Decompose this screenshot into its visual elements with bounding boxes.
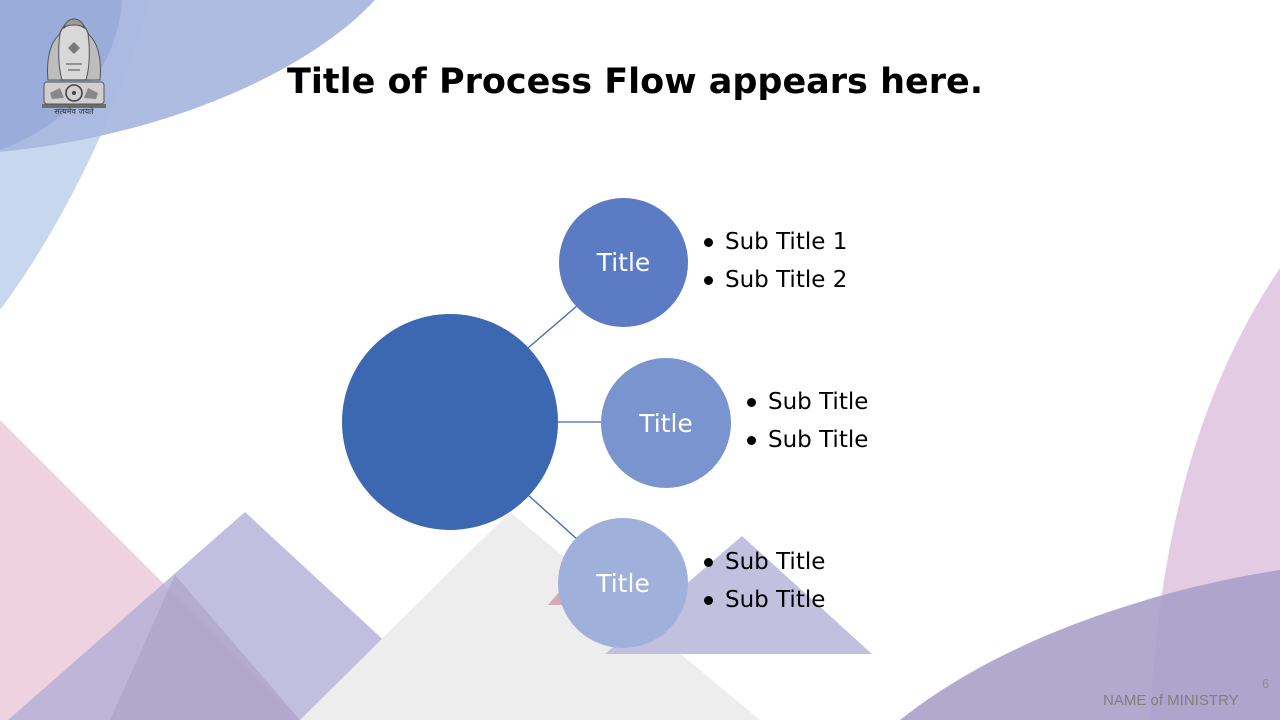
bullet-item: Sub Title xyxy=(745,421,868,459)
bullet-item: Sub Title 2 xyxy=(702,261,847,299)
branch-2-bullets: Sub Title Sub Title xyxy=(745,383,868,459)
branch-node-1-label: Title xyxy=(596,248,651,277)
footer-ministry-name: NAME of MINISTRY xyxy=(1103,692,1239,709)
bullet-item: Sub Title xyxy=(702,543,825,581)
bottom-left-overlap xyxy=(110,575,300,720)
slide-title: Title of Process Flow appears here. xyxy=(286,62,984,102)
branch-node-2: Title xyxy=(601,358,731,488)
branch-node-3: Title xyxy=(558,518,688,648)
bottom-right-purple-arc xyxy=(900,570,1280,720)
branch-1-bullets: Sub Title 1 Sub Title 2 xyxy=(702,223,847,299)
bullet-item: Sub Title xyxy=(702,581,825,619)
bullet-item: Sub Title xyxy=(745,383,868,421)
branch-node-1: Title xyxy=(559,198,688,327)
state-emblem-icon xyxy=(42,18,106,108)
connector-3 xyxy=(527,494,579,541)
branch-node-2-label: Title xyxy=(639,408,693,438)
page-number: 6 xyxy=(1262,676,1270,691)
bullet-item: Sub Title 1 xyxy=(702,223,847,261)
emblem-motto: सत्यमेव जयते xyxy=(54,107,94,116)
grey-triangle xyxy=(300,512,760,720)
center-node xyxy=(342,314,558,530)
branch-node-3-label: Title xyxy=(596,568,650,598)
branch-3-bullets: Sub Title Sub Title xyxy=(702,543,825,619)
connector-1 xyxy=(527,304,579,349)
